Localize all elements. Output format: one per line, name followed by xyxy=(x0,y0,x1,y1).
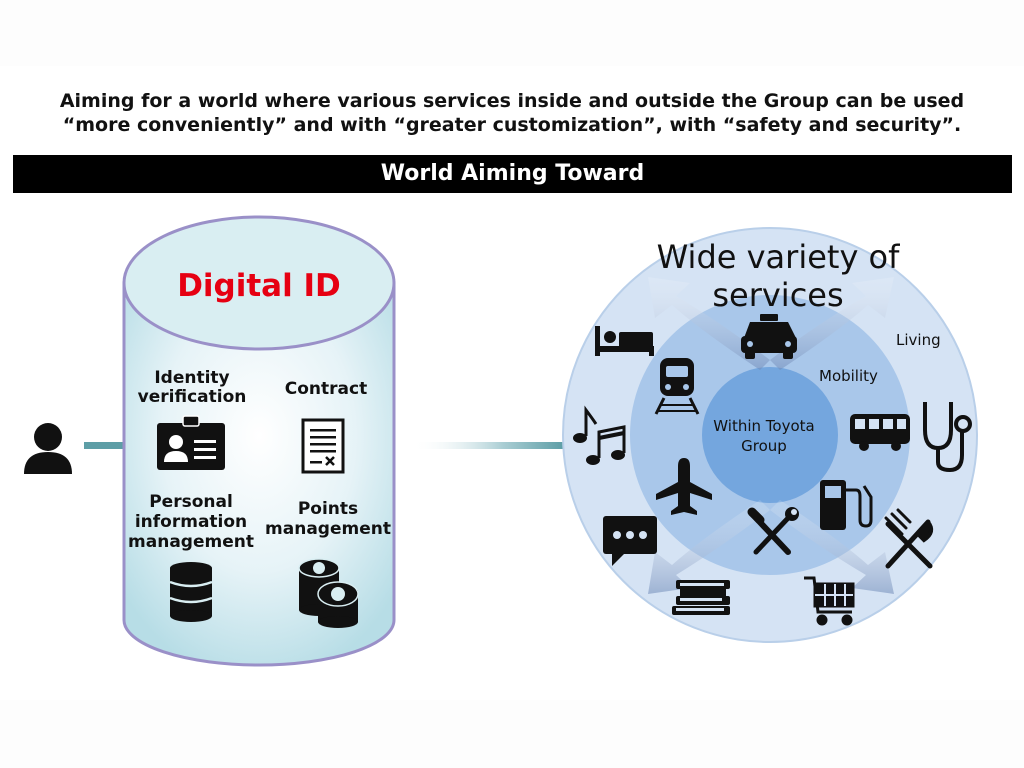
coins-icon xyxy=(298,558,359,628)
connector-left xyxy=(84,442,126,449)
core-label: Within Toyota Group xyxy=(704,416,824,456)
personal-line-2: information xyxy=(134,512,248,532)
contract-label: Contract xyxy=(266,380,386,399)
personal-information-label: Personal information management xyxy=(118,492,264,552)
person-icon xyxy=(24,423,72,474)
music-icon xyxy=(573,405,626,465)
identity-verification-label: Identity verification xyxy=(122,369,262,407)
train-icon xyxy=(654,358,700,415)
headline: Aiming for a world where various service… xyxy=(0,89,1024,137)
contract-document-icon xyxy=(301,418,345,474)
bed-icon xyxy=(595,326,654,356)
services-title: Wide variety of services xyxy=(628,238,928,314)
inner-circle-core xyxy=(702,367,838,503)
services-title-line-1: Wide variety of xyxy=(656,238,900,276)
tools-icon xyxy=(747,507,799,555)
contract-line-1: Contract xyxy=(284,379,368,399)
core-line-1: Within Toyota xyxy=(713,417,815,435)
connector-right xyxy=(412,442,564,449)
taxi-icon xyxy=(741,314,797,359)
ring-label-mobility: Mobility xyxy=(819,367,878,385)
expansion-arrows xyxy=(648,277,894,594)
database-icon xyxy=(169,562,213,622)
id-card-icon xyxy=(157,415,225,470)
digital-id-title: Digital ID xyxy=(177,268,341,304)
points-management-label: Points management xyxy=(258,499,398,539)
identity-line-2: verification xyxy=(137,387,247,407)
core-line-2: Group xyxy=(741,437,787,455)
points-line-2: management xyxy=(265,519,391,539)
bottom-band xyxy=(0,700,1024,768)
personal-line-3: management xyxy=(128,532,254,552)
identity-line-1: Identity xyxy=(154,368,230,388)
banner-title: World Aiming Toward xyxy=(380,161,645,186)
bus-icon xyxy=(850,414,910,451)
ring-label-living: Living xyxy=(896,331,941,349)
headline-line-2: “more conveniently” and with “greater cu… xyxy=(62,114,962,136)
top-band xyxy=(0,0,1024,66)
banner: World Aiming Toward xyxy=(13,155,1012,193)
headline-line-1: Aiming for a world where various service… xyxy=(59,90,965,112)
books-icon xyxy=(672,580,730,615)
fuel-pump-icon xyxy=(820,480,873,530)
shopping-cart-icon xyxy=(804,576,855,626)
cutlery-icon xyxy=(884,508,934,569)
personal-line-1: Personal xyxy=(149,492,233,512)
airplane-icon xyxy=(656,458,712,515)
points-line-1: Points xyxy=(297,499,359,519)
services-title-line-2: services xyxy=(712,276,844,314)
stethoscope-icon xyxy=(923,402,972,473)
chat-icon xyxy=(603,516,657,566)
